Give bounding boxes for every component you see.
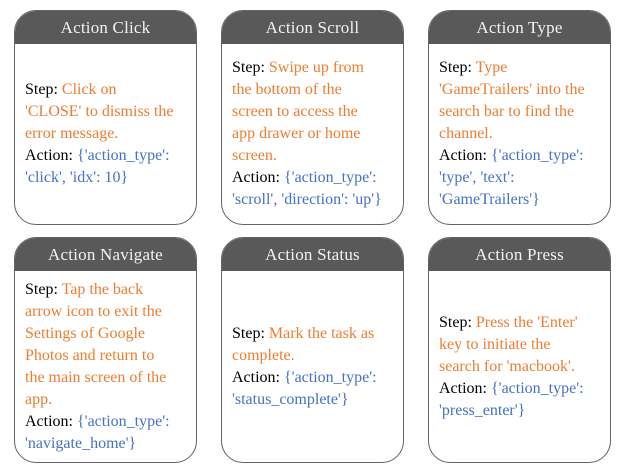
card-header: Action Scroll	[222, 11, 403, 44]
card-title: Action Navigate	[48, 244, 163, 264]
step-line: Step: Press the 'Enter' key to initiate …	[439, 312, 607, 378]
step-text: Press the 'Enter' key to initiate the se…	[439, 313, 578, 375]
card-body: Step: Swipe up from the bottom of the sc…	[222, 44, 403, 224]
step-line: Step: Type 'GameTrailers' into the searc…	[439, 57, 607, 145]
action-text: {'action_type': 'click', 'idx': 10}	[25, 147, 170, 186]
card-action-scroll: Action Scroll Step: Swipe up from the bo…	[221, 10, 404, 225]
card-header: Action Press	[429, 238, 610, 271]
card-action-type: Action Type Step: Type 'GameTrailers' in…	[428, 10, 611, 225]
card-body: Step: Click on 'CLOSE' to dismiss the er…	[15, 44, 196, 224]
step-label: Step:	[232, 324, 265, 342]
card-action-click: Action Click Step: Click on 'CLOSE' to d…	[14, 10, 197, 225]
card-body: Step: Type 'GameTrailers' into the searc…	[429, 44, 610, 224]
card-action-press: Action Press Step: Press the 'Enter' key…	[428, 237, 611, 463]
card-title: Action Scroll	[265, 17, 360, 37]
step-label: Step:	[25, 280, 58, 298]
action-text: {'action_type': 'type', 'text': 'GameTra…	[439, 147, 584, 208]
card-header: Action Navigate	[15, 238, 196, 271]
step-line: Step: Mark the task as complete.	[232, 323, 400, 367]
action-line: Action: {'action_type': 'status_complete…	[232, 367, 400, 411]
action-label: Action:	[439, 379, 487, 397]
action-line: Action: {'action_type': 'press_enter'}	[439, 378, 607, 422]
action-label: Action:	[232, 368, 280, 386]
card-header: Action Status	[222, 238, 403, 271]
step-text: Swipe up from the bottom of the screen t…	[232, 59, 364, 164]
step-text: Click on 'CLOSE' to dismiss the error me…	[25, 81, 174, 142]
card-title: Action Press	[475, 244, 564, 264]
action-text: {'action_type': 'navigate_home'}	[25, 412, 170, 452]
card-title: Action Status	[265, 244, 360, 264]
card-header: Action Click	[15, 11, 196, 44]
card-title: Action Type	[476, 17, 563, 37]
action-label: Action:	[232, 169, 280, 186]
step-label: Step:	[439, 313, 472, 331]
card-body: Step: Tap the back arrow icon to exit th…	[15, 271, 196, 462]
card-header: Action Type	[429, 11, 610, 44]
card-title: Action Click	[60, 17, 151, 37]
step-text: Mark the task as complete.	[232, 324, 375, 364]
action-line: Action: {'action_type': 'type', 'text': …	[439, 145, 607, 211]
step-line: Step: Swipe up from the bottom of the sc…	[232, 57, 400, 167]
card-action-status: Action Status Step: Mark the task as com…	[221, 237, 404, 463]
step-label: Step:	[25, 81, 58, 98]
action-line: Action: {'action_type': 'click', 'idx': …	[25, 145, 193, 189]
action-text: {'action_type': 'status_complete'}	[232, 368, 377, 408]
step-label: Step:	[232, 59, 265, 76]
action-label: Action:	[25, 412, 73, 430]
step-label: Step:	[439, 59, 472, 76]
action-label: Action:	[439, 147, 487, 164]
card-action-navigate: Action Navigate Step: Tap the back arrow…	[14, 237, 197, 463]
action-line: Action: {'action_type': 'navigate_home'}	[25, 411, 193, 455]
step-text: Type 'GameTrailers' into the search bar …	[439, 59, 585, 142]
card-body: Step: Mark the task as complete. Action:…	[222, 271, 403, 462]
card-body: Step: Press the 'Enter' key to initiate …	[429, 271, 610, 462]
action-cards-grid: Action Click Step: Click on 'CLOSE' to d…	[14, 10, 611, 463]
action-text: {'action_type': 'scroll', 'direction': '…	[232, 169, 382, 208]
action-line: Action: {'action_type': 'scroll', 'direc…	[232, 167, 400, 211]
action-text: {'action_type': 'press_enter'}	[439, 379, 584, 419]
action-label: Action:	[25, 147, 73, 164]
step-line: Step: Click on 'CLOSE' to dismiss the er…	[25, 79, 193, 145]
step-text: Tap the back arrow icon to exit the Sett…	[25, 280, 167, 408]
step-line: Step: Tap the back arrow icon to exit th…	[25, 279, 193, 411]
